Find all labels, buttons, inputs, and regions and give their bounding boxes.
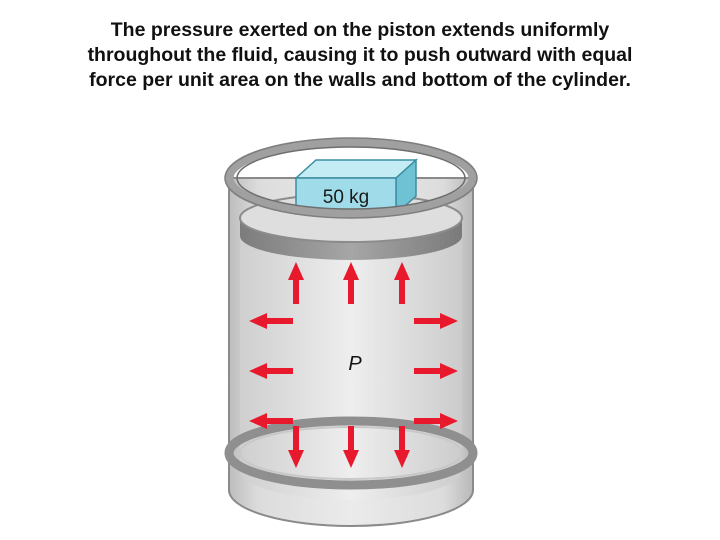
pressure-label: P: [348, 353, 362, 375]
arrow-down-1: [288, 426, 304, 468]
arrow-up-1: [288, 262, 304, 304]
arrow-down-3: [394, 426, 410, 468]
cylinder-bottom-ring-outer: [224, 416, 478, 490]
caption-line-2: throughout the fluid, causing it to push…: [87, 44, 633, 66]
arrow-right-1: [414, 313, 458, 329]
arrow-left-2: [249, 363, 293, 379]
cylinder-rim: [224, 137, 478, 219]
cylinder-rim-edge: [224, 137, 478, 219]
mass-label: 50 kg: [323, 187, 369, 208]
arrow-left-1: [249, 313, 293, 329]
arrow-right-3: [414, 413, 458, 429]
arrow-down-2: [343, 426, 359, 468]
caption-line-3: force per unit area on the walls and bot…: [89, 69, 631, 91]
arrow-up-3: [394, 262, 410, 304]
arrow-up-2: [343, 262, 359, 304]
pressure-arrows: [249, 262, 458, 468]
arrow-right-2: [414, 363, 458, 379]
caption: The pressure exerted on the piston exten…: [20, 18, 700, 93]
cylinder-rim-outer: [224, 137, 478, 219]
cylinder-rim-inner: [236, 146, 466, 210]
arrow-left-3: [249, 413, 293, 429]
caption-line-1: The pressure exerted on the piston exten…: [110, 19, 610, 41]
